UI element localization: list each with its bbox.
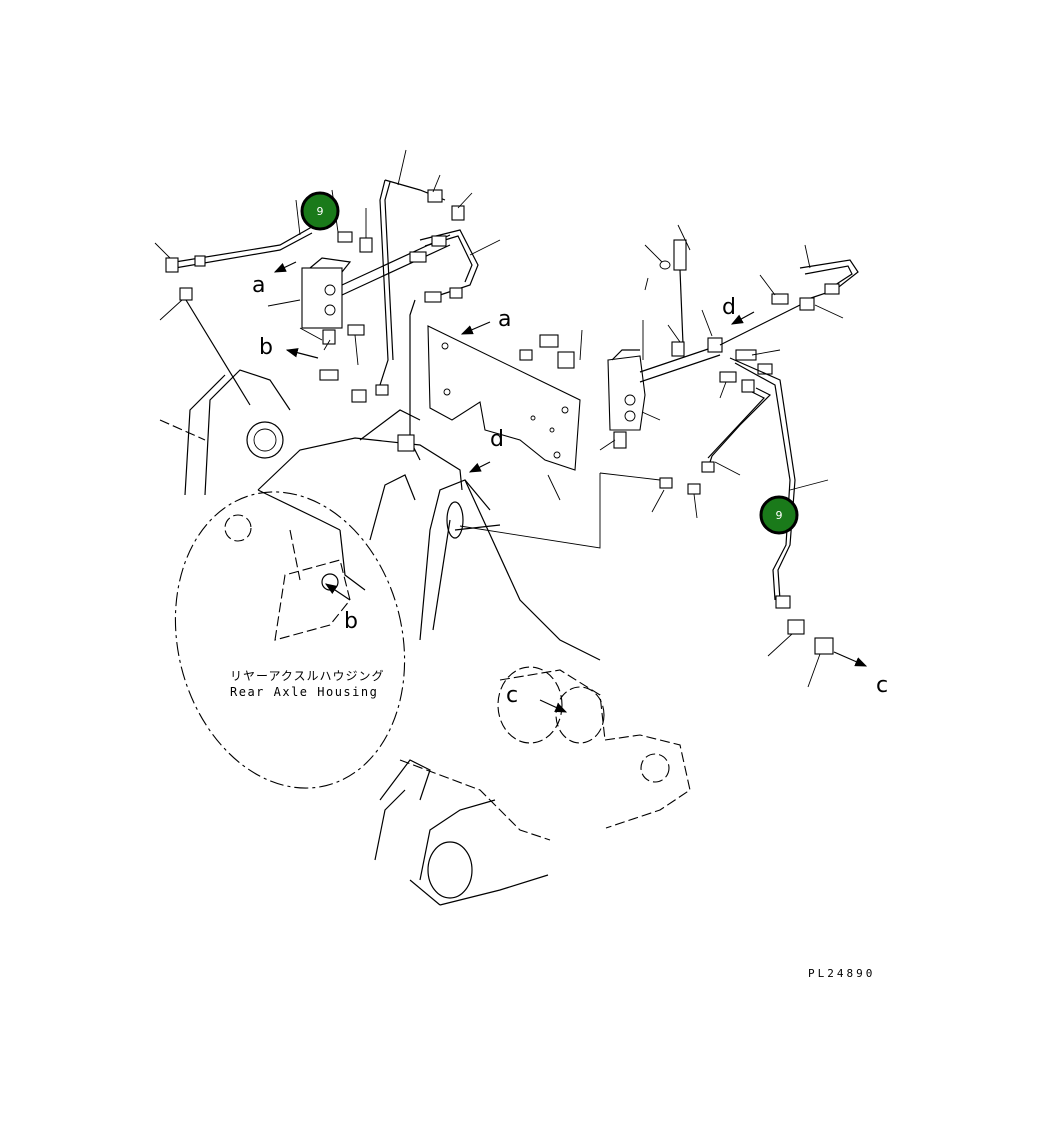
mounting-plate (427, 325, 661, 549)
arrow-label-b-housing: b (344, 609, 358, 634)
left-tube-assembly (154, 149, 501, 461)
arrow-label-d-center: d (490, 427, 504, 452)
direction-arrows (273, 261, 868, 713)
arrow-label-a-left: a (252, 273, 265, 298)
arrow-label-c-housing: c (506, 683, 518, 708)
badge-number: 9 (317, 205, 324, 218)
rear-axle-housing (159, 369, 691, 906)
housing-label-japanese: リヤーアクスルハウジング (230, 669, 385, 683)
right-valve-block (599, 224, 859, 688)
badge-circle-icon (300, 191, 340, 231)
arrow-label-c-right: c (876, 673, 888, 698)
badge-number: 9 (776, 509, 783, 522)
callout-badge-left[interactable]: 9 (300, 191, 340, 231)
drawing-code: PL24890 (808, 967, 875, 980)
callout-badge-right[interactable]: 9 (759, 495, 799, 535)
badge-circle-icon (759, 495, 799, 535)
arrow-label-b-top: b (259, 335, 273, 360)
arrow-label-d-right: d (722, 295, 736, 320)
housing-label-english: Rear Axle Housing (230, 685, 378, 699)
arrow-label-a-right: a (498, 307, 511, 332)
